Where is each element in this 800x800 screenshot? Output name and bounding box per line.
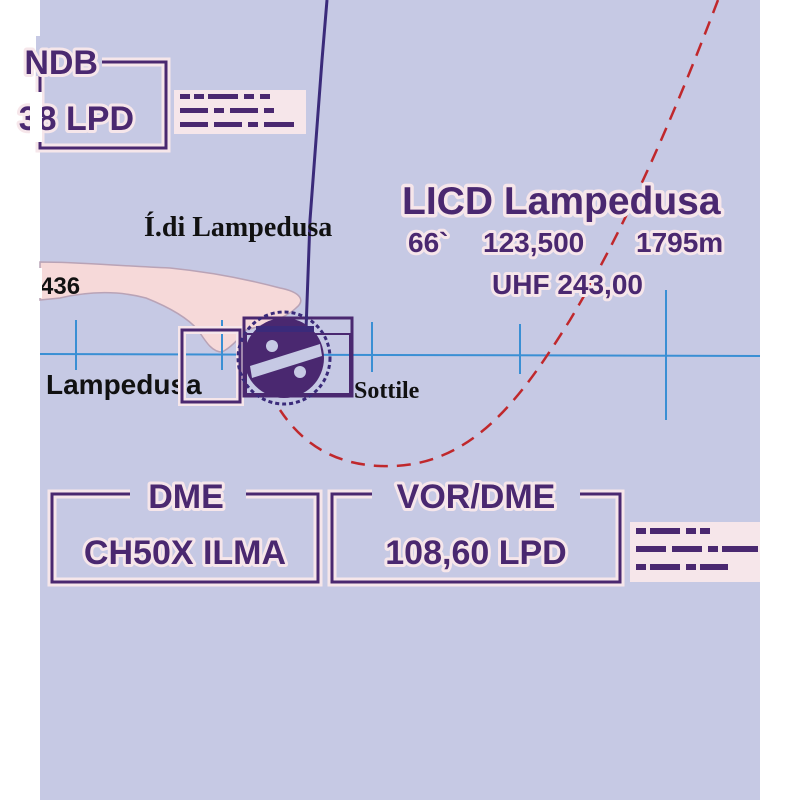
vor-dme-morse-icon — [630, 522, 760, 582]
airspace-boundary — [278, 0, 720, 468]
runway-length: 1795m — [636, 227, 723, 258]
sea-area — [40, 0, 760, 800]
island-label: Í.di Lampedusa — [144, 212, 332, 243]
airport-symbol-icon — [178, 310, 354, 406]
dme-title: DME — [148, 478, 224, 516]
grid-lines — [39, 290, 761, 420]
ndb-box: NDB 38 LPD — [16, 36, 171, 153]
dme-box: DME CH50X ILMA — [47, 475, 323, 587]
route-line — [304, 0, 329, 331]
town-label: Lampedusa — [46, 369, 202, 400]
airport-frequency: 123,500 — [483, 227, 584, 258]
vordme-title: VOR/DME — [397, 478, 556, 516]
morse-code-icon — [174, 90, 306, 134]
vordme-box: VOR/DME 108,60 LPD — [327, 475, 625, 587]
uhf-frequency: UHF 243,00 — [492, 269, 643, 300]
airport-elevation: 66` — [408, 227, 448, 258]
vordme-value: 108,60 LPD — [385, 534, 566, 572]
ndb-title: NDB — [24, 44, 98, 82]
airport-name: LICD Lampedusa — [402, 180, 721, 223]
airport-info-line: 66` 123,500 1795m — [405, 224, 726, 261]
vor-dme-symbol-icon — [245, 333, 351, 395]
elevation-label: 436 — [40, 273, 80, 300]
dme-value: CH50X ILMA — [84, 534, 286, 572]
point-label: Sottile — [354, 378, 420, 404]
